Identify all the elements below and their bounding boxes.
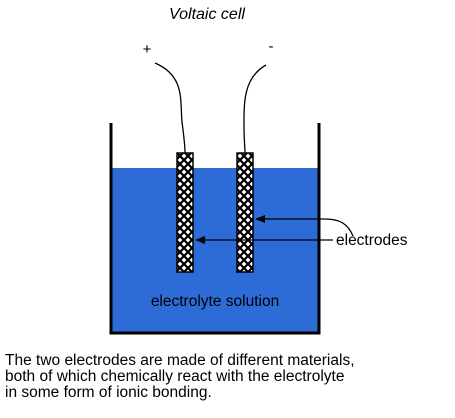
caption-line: The two electrodes are made of different…	[5, 352, 355, 369]
diagram-title: Voltaic cell	[169, 6, 245, 23]
positive-electrode	[176, 152, 194, 273]
caption-line: in some form of ionic bonding.	[5, 384, 212, 401]
electrodes-label: electrodes	[336, 232, 408, 249]
negative-wire	[243, 64, 267, 154]
container	[109, 123, 321, 335]
electrolyte-solution	[111, 168, 319, 332]
caption-text: The two electrodes are made of different…	[5, 353, 451, 401]
electrolyte-solution-label: electrolyte solution	[151, 293, 279, 310]
positive-terminal-label: +	[143, 41, 152, 58]
positive-wire	[154, 62, 186, 154]
caption-line: both of which chemically react with the …	[5, 368, 345, 385]
negative-electrode	[236, 152, 254, 273]
electrodes-leader-upper	[255, 215, 354, 237]
negative-terminal-label: -	[269, 38, 274, 55]
